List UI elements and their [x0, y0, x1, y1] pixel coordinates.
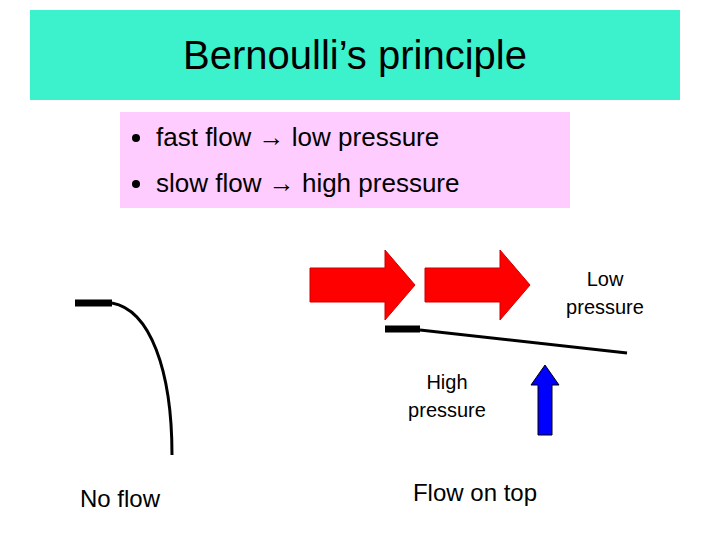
pressure-label: High pressure	[397, 368, 497, 424]
flow-arrow	[425, 250, 530, 320]
bullet-item: slow flow → high pressure	[120, 160, 570, 206]
case-caption: Flow on top	[395, 478, 555, 508]
slide-title: Bernoulli’s principle	[30, 10, 680, 100]
bullet-text: slow flow → high pressure	[156, 168, 459, 198]
bullet-box: fast flow → low pressure slow flow → high…	[120, 112, 570, 208]
pressure-label: Low pressure	[555, 265, 655, 321]
hanging-paper	[112, 303, 172, 455]
paper-holder	[385, 326, 420, 333]
pressure-arrow	[531, 365, 559, 435]
lifted-paper	[420, 330, 627, 353]
bullet-dot	[132, 134, 140, 142]
bullet-dot	[132, 180, 140, 188]
case-caption: No flow	[60, 484, 180, 514]
bullet-item: fast flow → low pressure	[120, 114, 570, 160]
flow-arrow	[310, 250, 415, 320]
paper-holder	[75, 300, 112, 307]
bullet-text: fast flow → low pressure	[156, 122, 439, 152]
